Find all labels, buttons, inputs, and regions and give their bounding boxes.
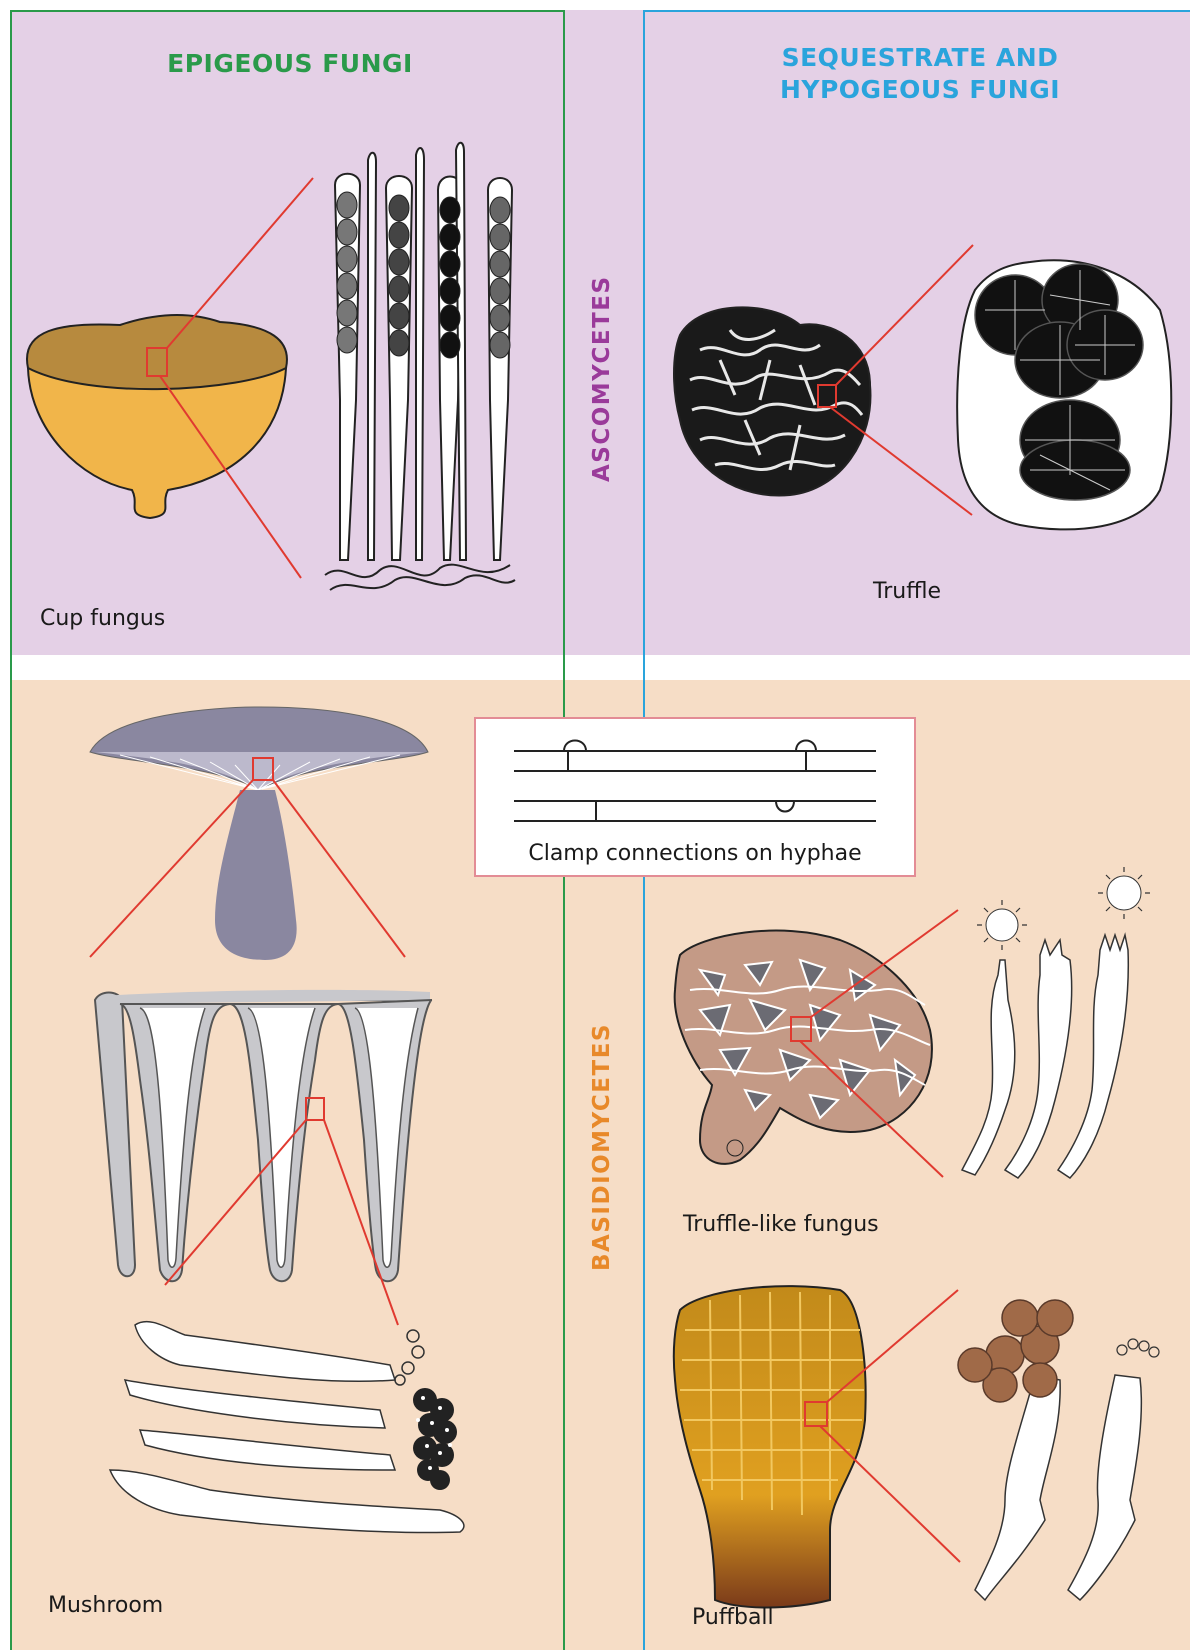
- puffball-label: Puffball: [692, 1605, 774, 1630]
